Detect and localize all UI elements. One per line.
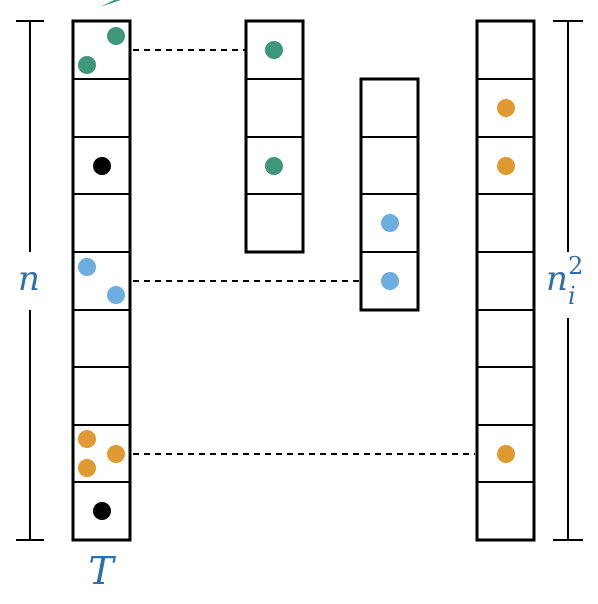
size-label-n: n <box>18 259 40 299</box>
orange-key <box>107 445 125 463</box>
main-table-dividers <box>73 78 130 483</box>
secondary-table-orange <box>475 19 536 542</box>
size-label-ni2-sup: 2 <box>568 252 583 280</box>
blue-key <box>381 214 399 232</box>
orange-key <box>497 445 515 463</box>
blue-key <box>381 272 399 290</box>
orange-key <box>78 430 96 448</box>
size-bracket-ni2 <box>553 20 583 541</box>
connectors <box>133 49 475 455</box>
table-label-T: T <box>88 549 116 593</box>
blue-key <box>107 286 125 304</box>
orange-key <box>497 99 515 117</box>
size-bracket-n <box>16 20 44 541</box>
black-key <box>93 157 111 175</box>
main-table <box>71 19 132 542</box>
main-table-frame <box>71 19 132 542</box>
green-key <box>78 56 96 74</box>
size-label-ni2: n 2 i <box>546 252 583 310</box>
green-key <box>107 27 125 45</box>
arrow-icon <box>100 0 121 7</box>
orange-key <box>497 157 515 175</box>
secondary-table-blue <box>359 77 420 312</box>
secondary-table-green <box>244 19 305 254</box>
orange-key <box>78 459 96 477</box>
green-key <box>265 41 283 59</box>
size-label-ni2-sub: i <box>568 282 576 310</box>
blue-key <box>78 258 96 276</box>
green-key <box>265 157 283 175</box>
secondary-table-frame <box>475 19 536 542</box>
size-label-ni2-base: n <box>546 259 568 299</box>
black-key <box>93 502 111 520</box>
